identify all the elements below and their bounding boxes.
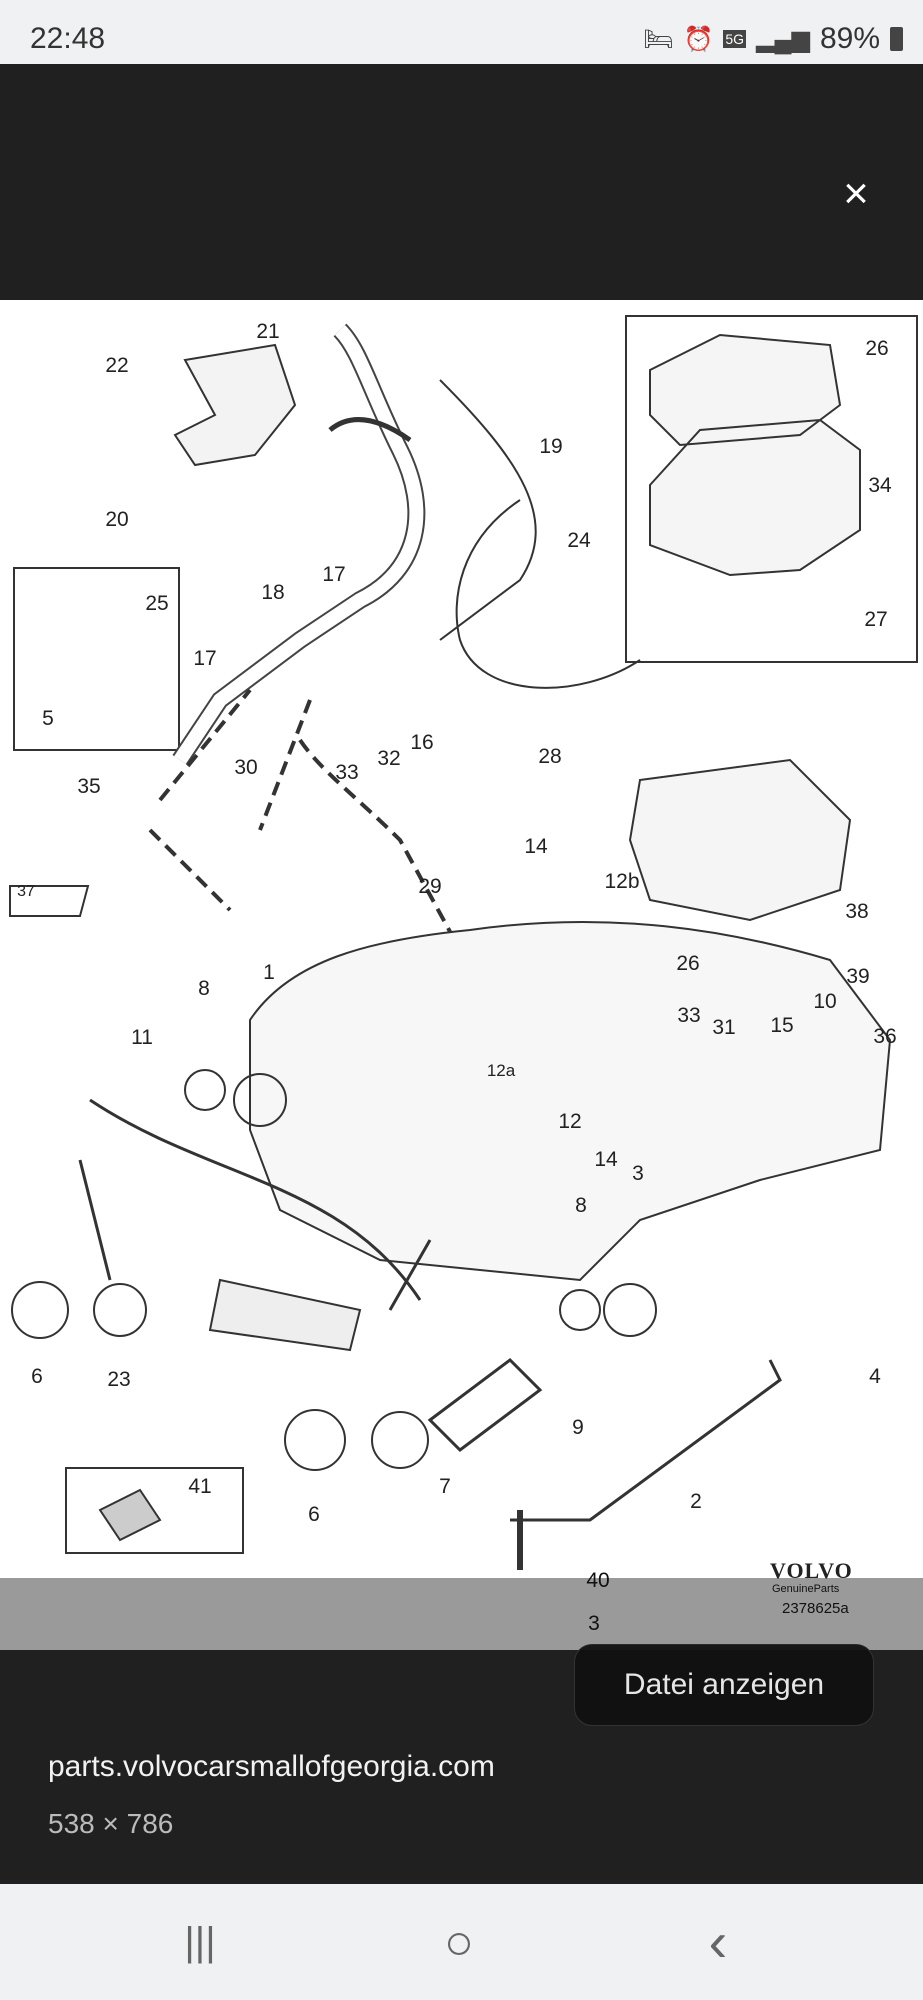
callout: 40 xyxy=(586,1569,610,1592)
callout: 6 xyxy=(308,1503,320,1526)
callout: 31 xyxy=(712,1016,736,1039)
callout: 23 xyxy=(107,1368,131,1391)
callout: 28 xyxy=(538,745,562,768)
callout: 27 xyxy=(864,608,888,631)
callout: 12 xyxy=(558,1110,582,1133)
recents-button[interactable]: ||| xyxy=(184,1920,216,1964)
viewer-header: × xyxy=(0,64,923,300)
callout: 33 xyxy=(677,1004,701,1027)
callout: 17 xyxy=(193,647,217,670)
volvo-logo: VOLVO xyxy=(770,1558,853,1583)
sleep-mode-icon: 🛏 xyxy=(642,25,674,53)
genuine-parts-label: GenuineParts xyxy=(772,1583,840,1595)
inset-box-bracket xyxy=(13,567,180,751)
callout: 18 xyxy=(261,581,285,604)
parts-diagram-image[interactable]: 21 22 20 19 26 34 27 24 25 5 18 17 17 30… xyxy=(0,300,923,1650)
callout: 11 xyxy=(131,1026,153,1049)
callout: 21 xyxy=(256,320,280,343)
callout: 14 xyxy=(594,1148,618,1171)
callout: 1 xyxy=(263,961,275,984)
callout: 4 xyxy=(869,1365,881,1388)
callout: 30 xyxy=(234,756,258,779)
callout: 12b xyxy=(604,870,640,893)
callout: 6 xyxy=(31,1365,43,1388)
callout: 32 xyxy=(377,747,401,770)
status-bar: 22:48 🛏 ⏰ 5G ▂▄▆ 89% xyxy=(0,0,923,64)
view-file-button[interactable]: Datei anzeigen xyxy=(574,1644,874,1726)
callout: 37 xyxy=(17,883,35,900)
callout: 10 xyxy=(813,990,837,1013)
callout: 39 xyxy=(846,965,870,988)
icon-37 xyxy=(9,885,90,917)
callout: 3 xyxy=(632,1162,644,1185)
image-dimensions: 538 × 786 xyxy=(48,1808,174,1839)
callout: 14 xyxy=(524,835,548,858)
source-link[interactable]: parts.volvocarsmallofgeorgia.com xyxy=(48,1750,495,1783)
callout: 34 xyxy=(868,474,892,497)
navigation-bar: ||| ○ ‹ xyxy=(0,1884,923,2000)
callout: 8 xyxy=(575,1194,587,1217)
callout: 17 xyxy=(322,563,346,586)
back-button[interactable]: ‹ xyxy=(708,1910,728,1973)
callout: 20 xyxy=(105,508,129,531)
battery-percent: 89% xyxy=(819,22,880,55)
callout: 25 xyxy=(145,592,169,615)
clock: 22:48 xyxy=(30,22,106,55)
callout: 38 xyxy=(845,900,869,923)
callout: 24 xyxy=(567,529,591,552)
battery-icon xyxy=(890,27,903,51)
callout: 7 xyxy=(439,1475,451,1498)
close-button[interactable]: × xyxy=(843,169,869,218)
inset-box-heat-shield xyxy=(625,315,918,663)
callout: 33 xyxy=(335,761,359,784)
callout: 16 xyxy=(410,731,434,754)
callout: 19 xyxy=(539,435,563,458)
callout: 9 xyxy=(572,1416,584,1439)
image-overlay xyxy=(0,1578,923,1650)
callout: 26 xyxy=(676,952,700,975)
diagram-part-number: 2378625a xyxy=(782,1600,849,1617)
callout: 12a xyxy=(486,1061,516,1080)
callout: 35 xyxy=(77,775,101,798)
signal-icon: ▂▄▆ xyxy=(756,25,810,53)
callout: 2 xyxy=(690,1490,702,1513)
callout: 36 xyxy=(873,1025,897,1048)
callout: 41 xyxy=(188,1475,212,1498)
callout: 29 xyxy=(418,875,442,898)
callout: 15 xyxy=(770,1014,794,1037)
tank-port xyxy=(184,1069,226,1111)
callout: 8 xyxy=(198,977,210,1000)
network-type-icon: 5G xyxy=(723,30,747,48)
callout: 5 xyxy=(42,707,54,730)
callout: 26 xyxy=(865,337,889,360)
callout: 22 xyxy=(105,354,129,377)
inset-box-sensor xyxy=(65,1467,244,1554)
fuel-tank-diagram xyxy=(9,315,918,1570)
image-info-panel: Datei anzeigen parts.volvocarsmallofgeor… xyxy=(0,1644,923,1884)
home-button[interactable]: ○ xyxy=(443,1914,475,1970)
alarm-icon: ⏰ xyxy=(683,25,714,53)
callout: 3 xyxy=(588,1612,600,1635)
